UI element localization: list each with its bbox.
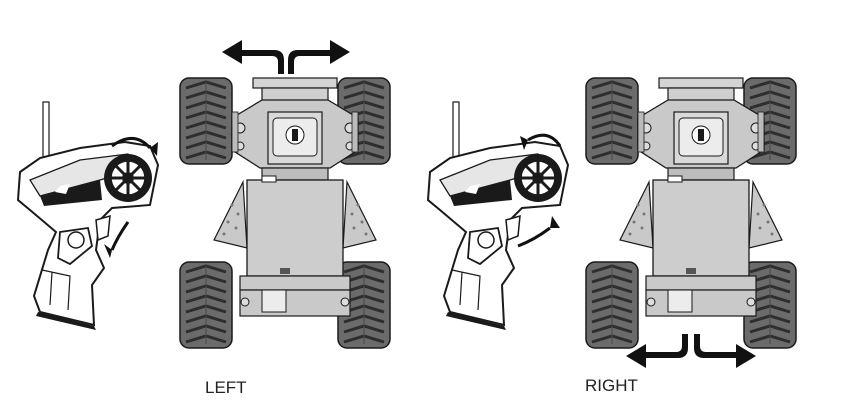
direction-arrow-icon — [626, 334, 756, 368]
rotation-arrow-head — [550, 216, 560, 228]
caption-left: LEFT — [205, 378, 247, 397]
rotation-arrow-head — [150, 142, 158, 156]
remote-controller-icon — [16, 100, 160, 332]
rotation-arrow-icon — [517, 133, 562, 248]
rotation-arrow-head — [520, 136, 528, 150]
caption-right: RIGHT — [585, 376, 638, 395]
left-panel: LEFT — [16, 40, 390, 397]
direction-arrow-icon — [222, 40, 350, 74]
rc-car-topview-icon — [586, 78, 796, 348]
rotation-arrow-icon — [110, 137, 152, 251]
rc-car-topview-icon — [180, 78, 390, 348]
right-panel: RIGHT — [426, 78, 796, 395]
rotation-arrow-head — [104, 244, 112, 258]
